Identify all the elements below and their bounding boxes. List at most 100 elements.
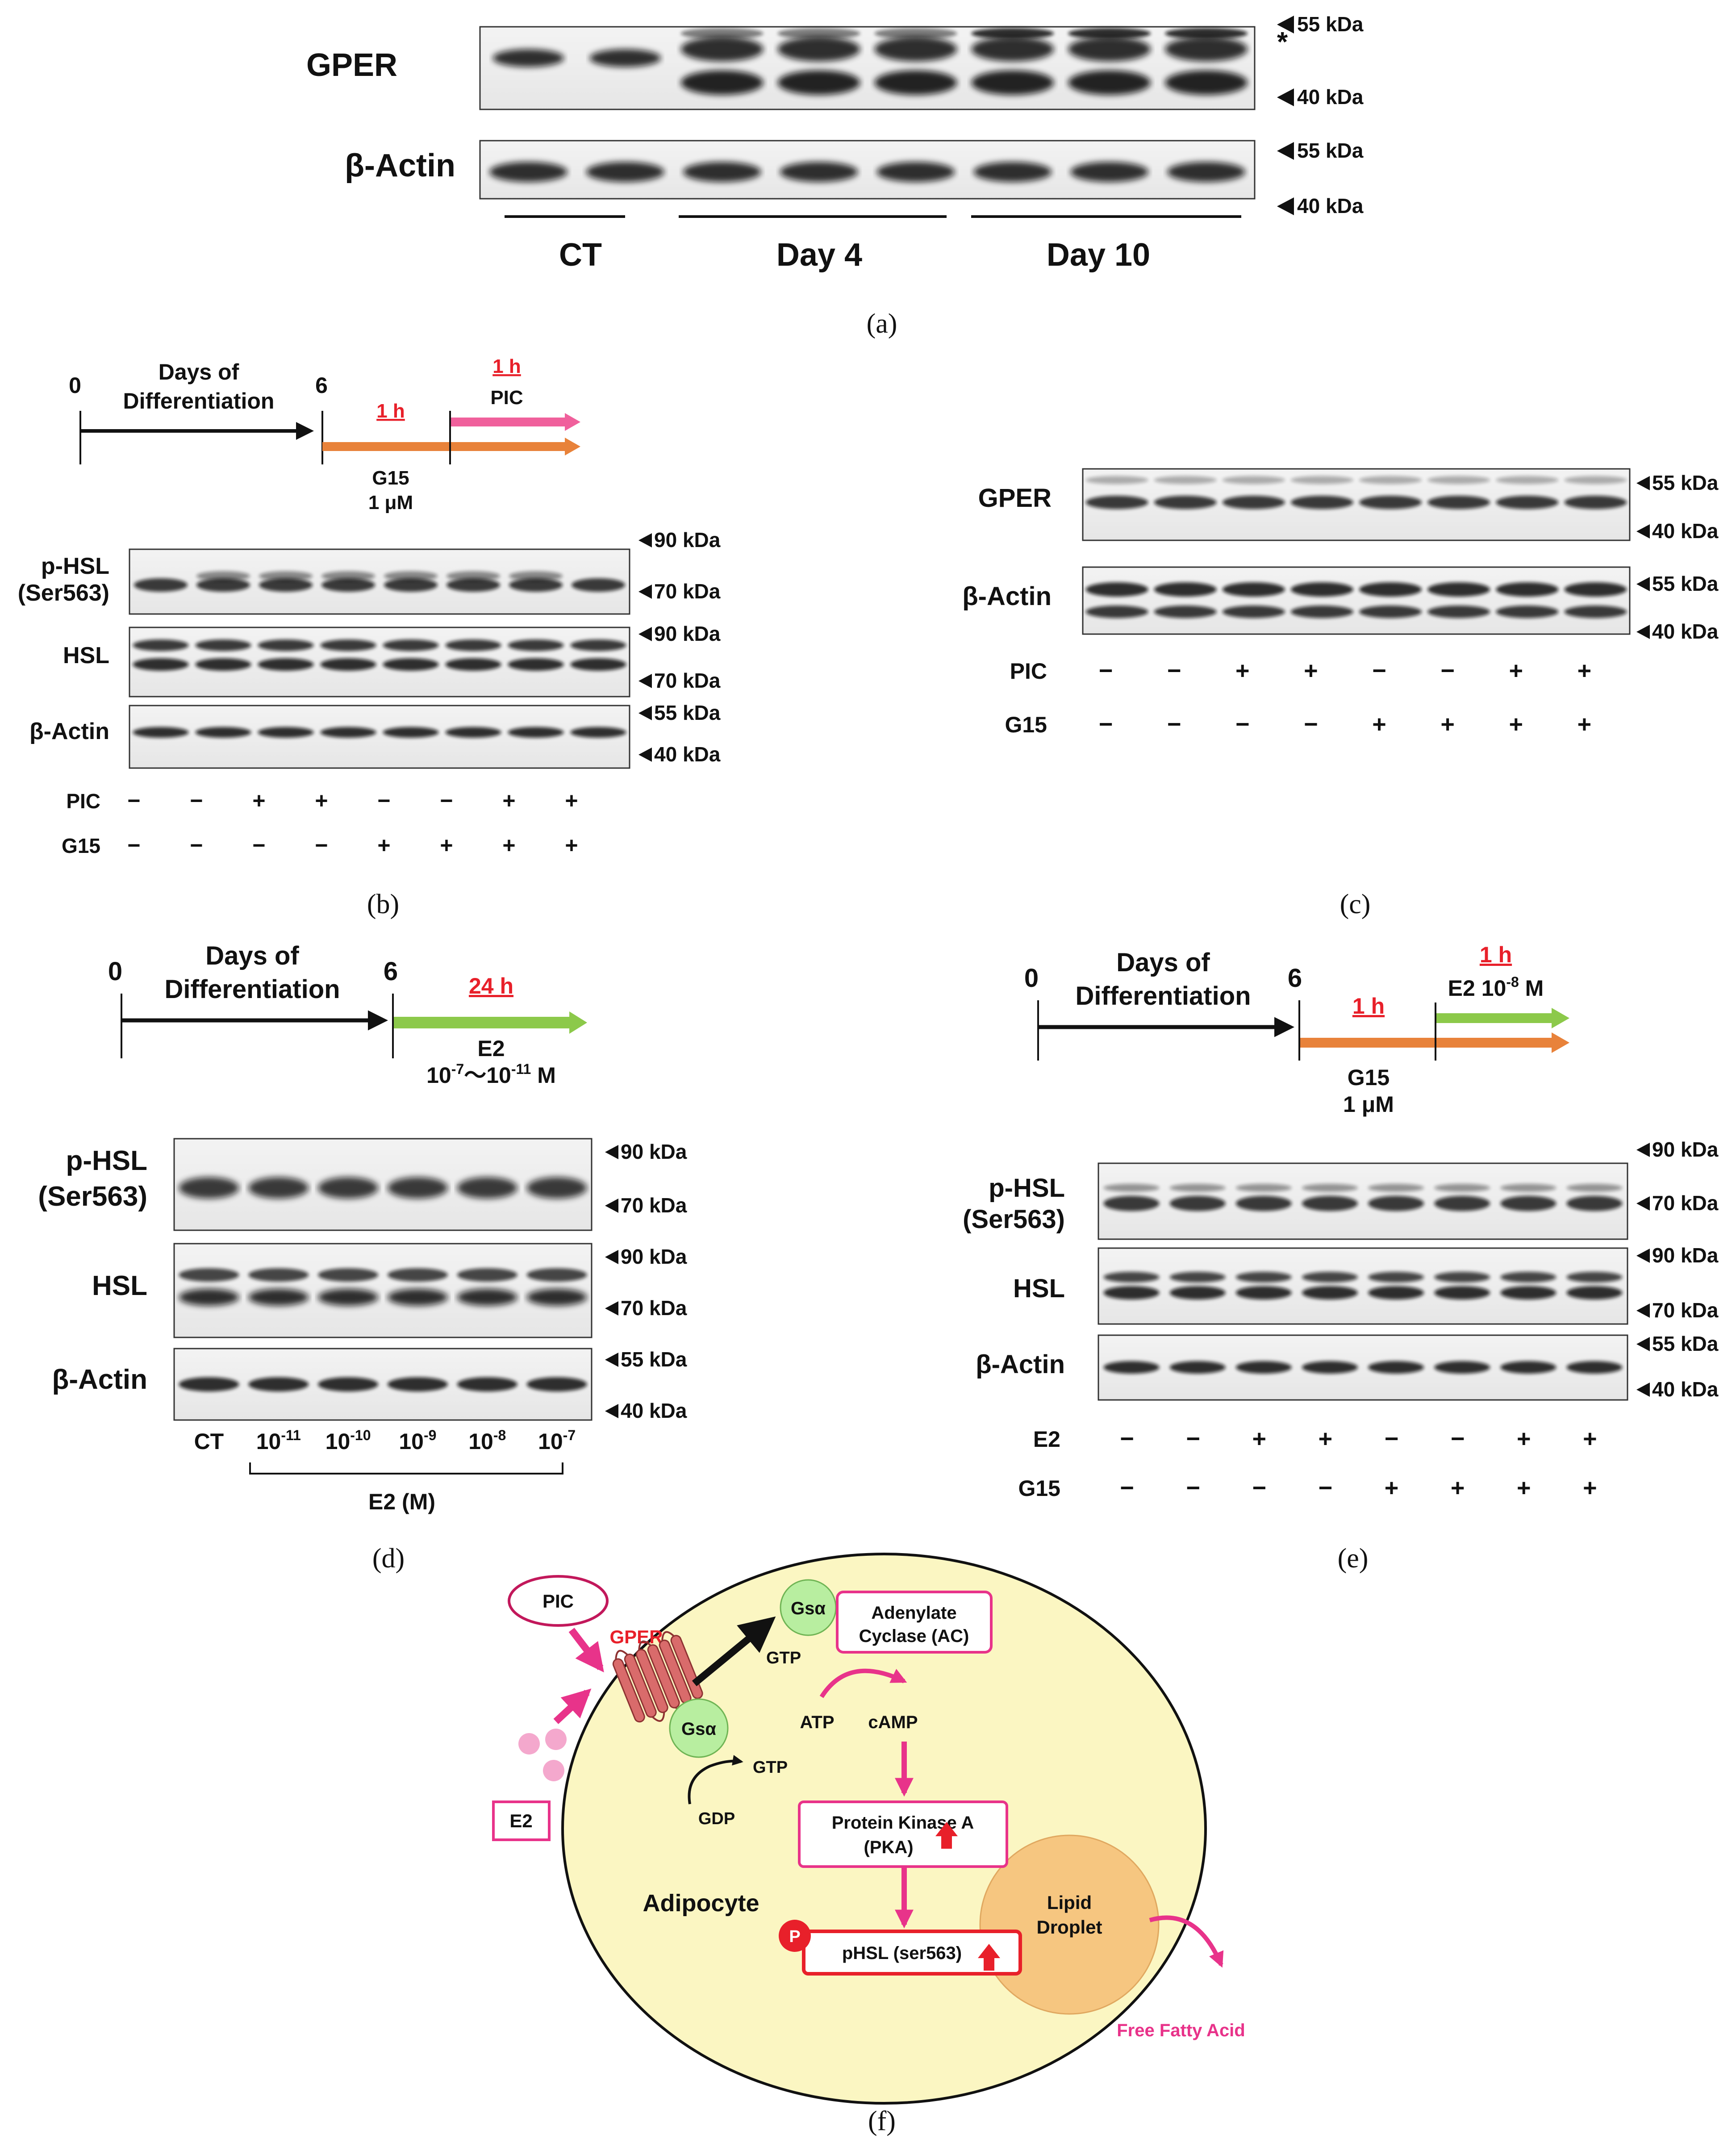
lane-label: 10-10 bbox=[326, 1427, 371, 1454]
treatment-signs-b: PIC−−++−−++G15−−−−++++ bbox=[62, 788, 578, 858]
treatment-name: G15 bbox=[62, 834, 100, 857]
row-c-actin: β-Actin bbox=[962, 582, 1052, 611]
blot-band bbox=[1500, 1184, 1557, 1192]
lane-label: 10-7 bbox=[538, 1427, 576, 1454]
blot-band bbox=[509, 578, 563, 592]
blot-band bbox=[387, 1289, 448, 1306]
blot-band bbox=[457, 1289, 517, 1306]
treatment-sign: + bbox=[565, 833, 578, 858]
bands-b bbox=[133, 571, 626, 738]
group-ct: CT bbox=[559, 237, 602, 273]
blot-band bbox=[320, 658, 376, 671]
blot-b-actin bbox=[129, 705, 630, 769]
row-ser563: (Ser563) bbox=[18, 580, 109, 606]
svg-text:70 kDa: 70 kDa bbox=[621, 1194, 687, 1217]
blot-c-actin bbox=[1082, 566, 1631, 635]
blot-band bbox=[489, 162, 568, 182]
blot-band bbox=[1302, 1361, 1358, 1374]
blot-band bbox=[777, 28, 860, 39]
blot-e-hsl bbox=[1098, 1247, 1628, 1325]
blot-band bbox=[780, 162, 858, 182]
blot-band bbox=[1496, 476, 1559, 484]
treatment-name: PIC bbox=[66, 790, 100, 813]
treatment-sign: + bbox=[1252, 1425, 1267, 1452]
blot-band bbox=[1165, 37, 1248, 62]
blot-band bbox=[320, 639, 376, 651]
blot-band bbox=[1154, 582, 1217, 597]
markers-e: 90 kDa 70 kDa 90 kDa 70 kDa 55 kDa 40 kD… bbox=[1636, 1138, 1719, 1401]
blot-band bbox=[445, 658, 501, 671]
treatment-sign: − bbox=[1440, 657, 1455, 684]
blot-band bbox=[1566, 1286, 1623, 1299]
blot-band bbox=[971, 28, 1054, 39]
blot-band bbox=[133, 727, 189, 738]
blot-band bbox=[445, 639, 501, 651]
blot-band bbox=[447, 578, 500, 592]
blot-band bbox=[973, 162, 1052, 182]
treatment-sign: + bbox=[502, 833, 515, 858]
treatment-sign: + bbox=[1372, 711, 1386, 738]
blot-band bbox=[1235, 1361, 1292, 1374]
svg-text:40 kDa: 40 kDa bbox=[621, 1399, 687, 1422]
treatment-sign: + bbox=[1451, 1475, 1465, 1501]
blot-band bbox=[1068, 70, 1151, 95]
pka-2: (PKA) bbox=[864, 1838, 913, 1857]
blot-band bbox=[1427, 606, 1490, 618]
atp-camp-arrow bbox=[819, 1668, 907, 1698]
blot-band bbox=[321, 578, 375, 592]
blot-band bbox=[1154, 476, 1217, 484]
adenylate-cyclase-box bbox=[836, 1591, 993, 1654]
blot-band bbox=[248, 1289, 309, 1306]
svg-text:40 kDa: 40 kDa bbox=[654, 743, 721, 766]
row-e-actin: β-Actin bbox=[976, 1350, 1065, 1379]
bands-c bbox=[1085, 476, 1627, 618]
treatment-sign: − bbox=[1120, 1475, 1134, 1501]
treatment-sign: + bbox=[440, 833, 453, 858]
blot-band bbox=[318, 1177, 379, 1199]
treatment-sign: − bbox=[1167, 657, 1181, 684]
blot-band bbox=[1070, 162, 1149, 182]
panel-b: 0 Days of Differentiation 6 1 h 1 h PIC … bbox=[18, 355, 721, 919]
row-hsl: HSL bbox=[63, 643, 109, 668]
blot-band bbox=[570, 639, 626, 651]
blot-band bbox=[1427, 476, 1490, 484]
treatment-name: E2 bbox=[1033, 1427, 1060, 1452]
panel-letter-c: (c) bbox=[1340, 889, 1371, 919]
blot-band bbox=[1169, 1361, 1226, 1374]
e2-arrow bbox=[553, 1688, 592, 1724]
timeline-start: 0 bbox=[69, 373, 81, 398]
panel-f: Lipid Droplet Adipocyte PIC GPER E2 Gsα bbox=[492, 1553, 1245, 2136]
lipid-droplet bbox=[979, 1834, 1160, 2015]
blot-band bbox=[1085, 476, 1148, 484]
treatment-name: G15 bbox=[1005, 712, 1047, 737]
treatment-sign: − bbox=[1304, 711, 1318, 738]
treatment-sign: + bbox=[1440, 711, 1455, 738]
panel-a: GPER β-Actin 55 kDa * 40 kDa 55 kDa 40 k… bbox=[306, 13, 1364, 339]
phsl-text: pHSL (ser563) bbox=[842, 1943, 962, 1963]
treatment-sign: − bbox=[377, 788, 390, 813]
blot-band bbox=[1566, 1196, 1623, 1211]
marker-40-actin: 40 kDa bbox=[1277, 194, 1364, 217]
blot-band bbox=[526, 1377, 587, 1391]
blot-band bbox=[586, 162, 664, 182]
svg-text:40 kDa: 40 kDa bbox=[1652, 620, 1719, 643]
blot-band bbox=[1165, 28, 1248, 39]
treatment-sign: + bbox=[315, 788, 328, 813]
treatment-sign: − bbox=[1451, 1425, 1465, 1452]
pic-label: PIC bbox=[490, 387, 523, 409]
blot-band bbox=[195, 639, 251, 651]
panel-d: 0 Days of Differentiation 6 24 h E2 10-7… bbox=[38, 941, 687, 1574]
blot-band bbox=[1359, 606, 1422, 618]
phosphate-badge bbox=[779, 1920, 811, 1952]
pic-time: 1 h bbox=[492, 355, 521, 377]
blot-band bbox=[526, 1268, 587, 1282]
blot-band bbox=[1434, 1272, 1490, 1282]
blot-band bbox=[1302, 1196, 1358, 1211]
svg-text:90 kDa: 90 kDa bbox=[621, 1140, 687, 1163]
blot-band bbox=[1103, 1361, 1160, 1374]
svg-text:70 kDa: 70 kDa bbox=[654, 580, 721, 603]
svg-text:40 kDa: 40 kDa bbox=[1652, 519, 1719, 543]
treatment-sign: + bbox=[1319, 1425, 1333, 1452]
blot-band bbox=[1496, 606, 1559, 618]
